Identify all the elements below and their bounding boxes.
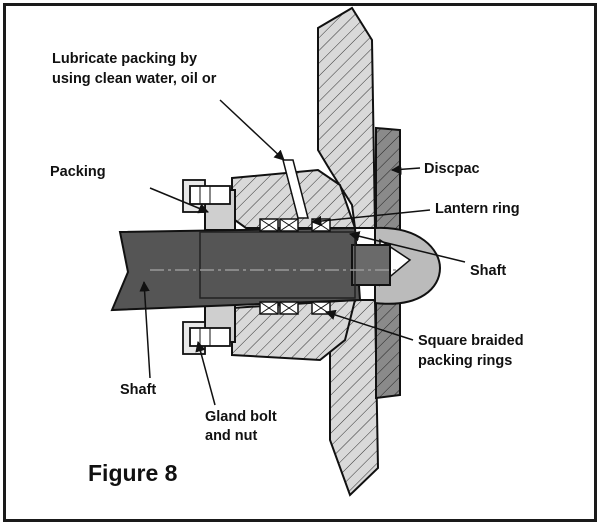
label-gland-2: and nut [205, 428, 258, 444]
figure-title: Figure 8 [88, 460, 178, 486]
label-lantern-ring: Lantern ring [435, 201, 520, 217]
leader-lines [139, 99, 466, 406]
shaft-step [351, 244, 391, 286]
label-square-1: Square braided [418, 333, 524, 349]
label-shaft-left: Shaft [120, 382, 157, 398]
label-square-2: packing rings [418, 353, 513, 369]
packing-rings-lower [259, 301, 331, 315]
label-lubricate-1: Lubricate packing by [52, 51, 198, 67]
label-lubricate-2: using clean water, oil or [52, 71, 217, 87]
label-discpac: Discpac [424, 161, 480, 177]
label-shaft-right: Shaft [470, 263, 507, 279]
label-packing: Packing [50, 164, 106, 180]
label-gland-1: Gland bolt [205, 409, 277, 425]
lube-channel [282, 159, 309, 219]
